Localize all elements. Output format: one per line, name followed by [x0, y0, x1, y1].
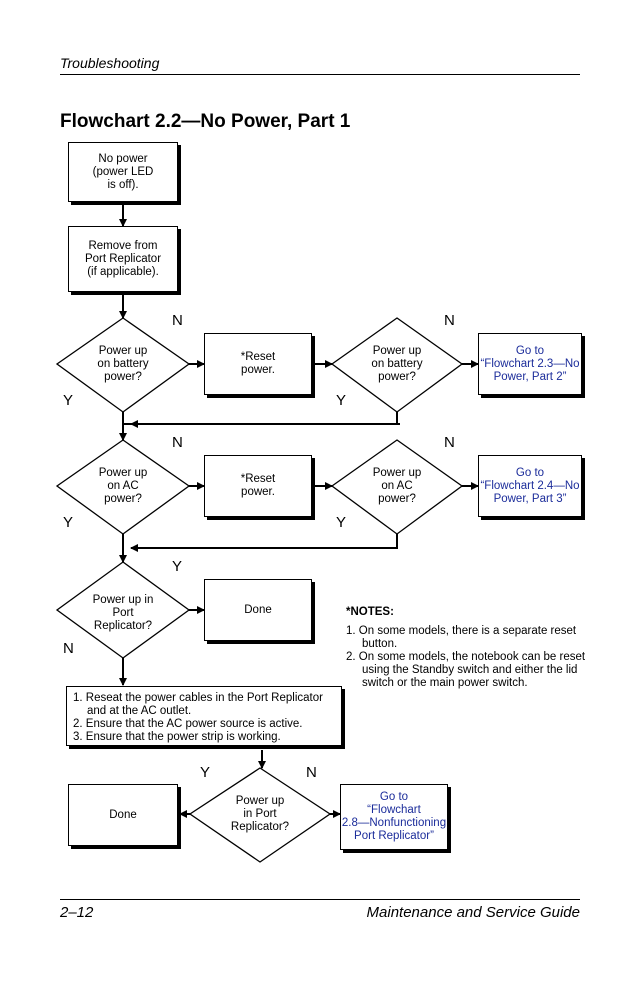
- decision-d6-text: Power up in Port Replicator?: [230, 795, 290, 833]
- header-rule: [60, 74, 580, 75]
- guide-title: Maintenance and Service Guide: [366, 904, 580, 921]
- note-item: 1. On some models, there is a separate r…: [346, 625, 577, 650]
- goto-flowchart-2-4-box: Go to “Flowchart 2.4—No Power, Part 3”: [478, 455, 582, 517]
- decision-d2-text: Power up on battery power?: [371, 345, 423, 383]
- label-yes: Y: [200, 764, 211, 781]
- decision-d3-shape: [55, 439, 191, 535]
- line-d2-yes: [123, 412, 398, 425]
- decision-d1-shape: [55, 317, 191, 413]
- done-box-1: Done: [204, 579, 312, 641]
- decision-d5-text: Power up in Port Replicator?: [92, 594, 154, 632]
- label-yes: Y: [63, 392, 74, 409]
- label-no: N: [306, 764, 317, 781]
- label-yes: Y: [63, 514, 74, 531]
- label-yes: Y: [172, 558, 183, 575]
- step-item: 1. Reseat the power cables in the Port R…: [73, 692, 323, 717]
- goto-flowchart-2-8-box: Go to “Flowchart 2.8—Nonfunctioning Port…: [340, 784, 448, 850]
- decision-d1-text: Power up on battery power?: [97, 345, 149, 383]
- note-item: 2. On some models, the notebook can be r…: [346, 651, 586, 689]
- decision-d6-shape: [188, 767, 332, 863]
- page-number: 2–12: [60, 904, 94, 921]
- label-no: N: [172, 312, 183, 329]
- decision-d4-text: Power up on AC power?: [372, 467, 422, 505]
- remove-box: Remove from Port Replicator (if applicab…: [68, 226, 178, 292]
- steps-box: 1. Reseat the power cables in the Port R…: [66, 686, 342, 746]
- notes-block: *NOTES: 1. On some models, there is a se…: [346, 606, 586, 690]
- decision-d3-text: Power up on AC power?: [98, 467, 148, 505]
- step-item: 3. Ensure that the power strip is workin…: [73, 731, 281, 743]
- decision-d4-shape: [330, 439, 464, 535]
- arrow-merge-2: [130, 534, 398, 552]
- goto-flowchart-2-3-box: Go to “Flowchart 2.3—No Power, Part 2”: [478, 333, 582, 395]
- step-item: 2. Ensure that the AC power source is ac…: [73, 718, 303, 730]
- start-box: No power (power LED is off).: [68, 142, 178, 202]
- notes-heading: *NOTES:: [346, 606, 394, 618]
- label-no: N: [63, 640, 74, 657]
- label-no: N: [444, 434, 455, 451]
- page-title: Flowchart 2.2—No Power, Part 1: [60, 111, 351, 132]
- footer-rule: [60, 899, 580, 900]
- label-no: N: [444, 312, 455, 329]
- reset-box-1: *Reset power.: [204, 333, 312, 395]
- done-box-2: Done: [68, 784, 178, 846]
- decision-d5-shape: [55, 561, 191, 659]
- label-no: N: [172, 434, 183, 451]
- reset-box-2: *Reset power.: [204, 455, 312, 517]
- running-header: Troubleshooting: [60, 55, 160, 71]
- label-yes: Y: [336, 392, 347, 409]
- decision-d2-shape: [330, 317, 464, 413]
- label-yes: Y: [336, 514, 347, 531]
